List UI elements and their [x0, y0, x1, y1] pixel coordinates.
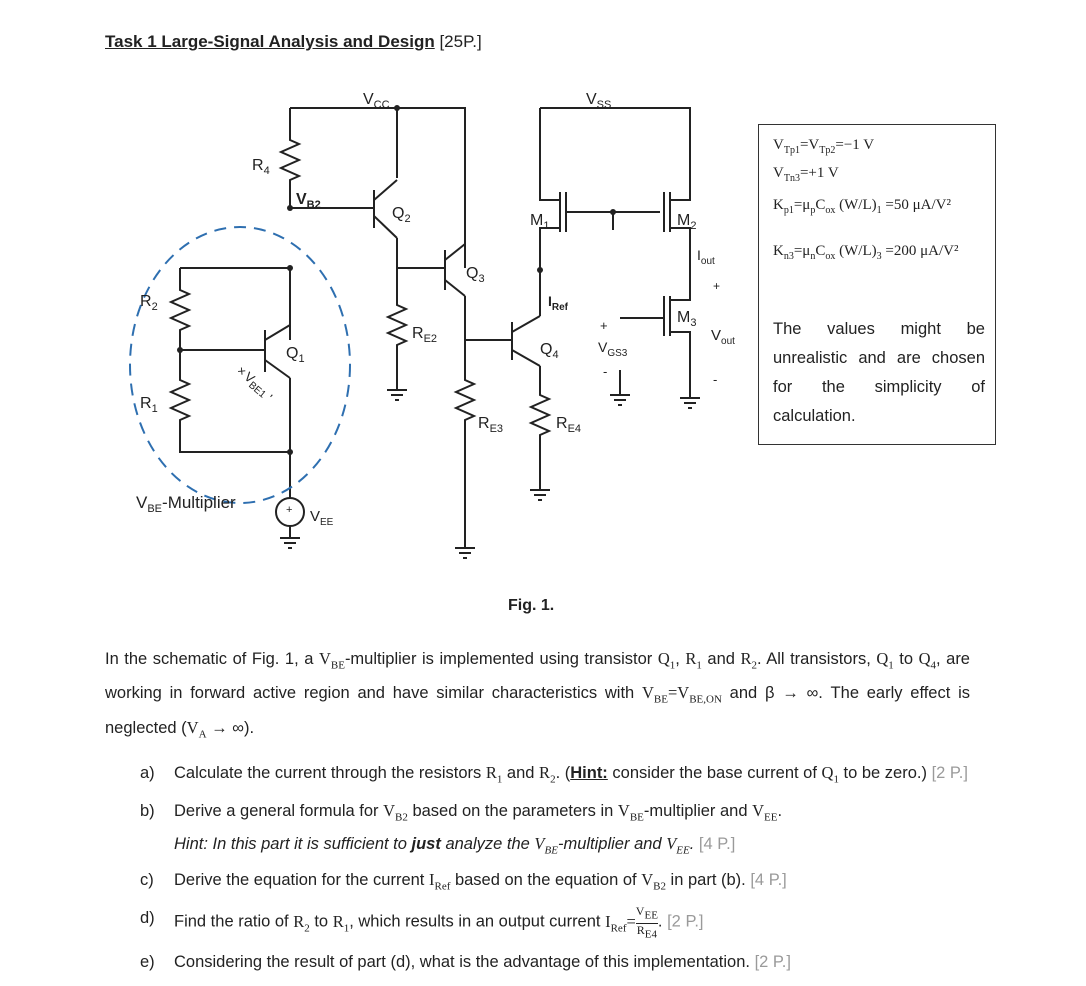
iout-plus: + [713, 279, 720, 293]
re4-label: RE4 [556, 415, 581, 435]
vgs3-plus: + [600, 318, 608, 333]
vee-label: VEE [310, 508, 334, 528]
vout-label: Vout [711, 327, 735, 347]
m2-label: M2 [677, 212, 696, 232]
iout-label: Iout [697, 247, 715, 267]
r2-label: R2 [140, 293, 158, 313]
vee-plus: + [286, 504, 292, 516]
vss-label: VSS [586, 91, 611, 111]
question-d: d)Find the ratio of R2 to R1, which resu… [140, 904, 704, 940]
vgs3-minus: - [603, 364, 607, 379]
question-b: b)Derive a general formula for VB2 based… [140, 801, 783, 856]
figure-caption: Fig. 1. [508, 597, 555, 614]
vb2-label: VB2 [296, 191, 321, 211]
m1-label: M1 [530, 212, 549, 232]
r4-label: R4 [252, 157, 270, 177]
vcc-label: VCC [363, 91, 390, 111]
parameter-box: VTp1=VTp2=−1 V VTn3=+1 V Kp1=μpCox (W/L)… [758, 124, 996, 445]
r1-label: R1 [140, 395, 158, 415]
vbe1-label: ×VBE1' [232, 363, 277, 405]
re2-label: RE2 [412, 325, 437, 345]
vout-minus: - [713, 372, 717, 387]
kp1-eq: Kp1=μpCox (W/L)1 =50 μA/V² [773, 197, 951, 216]
q1-label: Q1 [286, 345, 305, 365]
q3-label: Q3 [466, 265, 485, 285]
question-e: e)Considering the result of part (d), wh… [140, 953, 791, 972]
task-title-text: Task 1 Large-Signal Analysis and Design [105, 32, 435, 51]
problem-intro: In the schematic of Fig. 1, a VBE-multip… [105, 649, 970, 740]
task-points: [25P.] [439, 32, 482, 51]
threshold-nmos-eq: VTn3=+1 V [773, 165, 839, 184]
parameter-note: The values might be unrealistic and are … [773, 320, 985, 425]
circuit-schematic: VCC VSS R4 VB2 Q2 Q3 Q1 Q4 R2 R1 RE2 RE3… [129, 91, 735, 559]
vbe-multiplier-label: VBE-Multiplier [136, 493, 236, 515]
question-a: a)Calculate the current through the resi… [140, 763, 968, 786]
question-c: c)Derive the equation for the current IR… [140, 869, 787, 893]
q4-label: Q4 [540, 341, 559, 361]
q2-label: Q2 [392, 205, 411, 225]
threshold-pmos-eq: VTp1=VTp2=−1 V [773, 137, 875, 156]
re3-label: RE3 [478, 415, 503, 435]
vbe-multiplier-boundary [129, 226, 351, 504]
question-list: a)Calculate the current through the resi… [140, 760, 980, 975]
schematic-wires [168, 107, 700, 559]
junction-dots [177, 105, 616, 455]
vgs3-label: VGS3 [598, 339, 628, 359]
task-title: Task 1 Large-Signal Analysis and Design … [105, 32, 482, 52]
kn3-eq: Kn3=μnCox (W/L)3 =200 μA/V² [773, 243, 959, 262]
m3-label: M3 [677, 309, 696, 329]
iref-label: IRef [548, 293, 569, 313]
